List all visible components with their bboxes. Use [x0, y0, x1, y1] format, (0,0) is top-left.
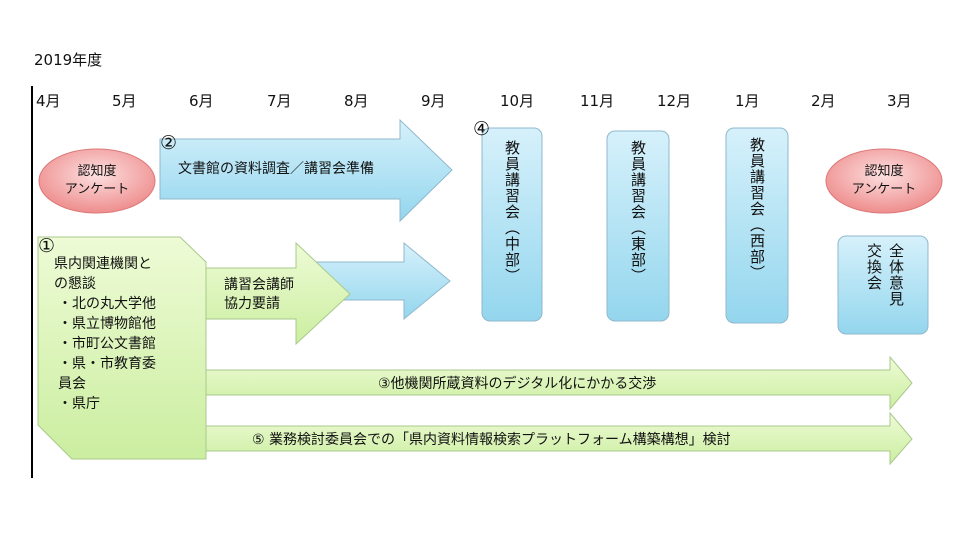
- liaison-line: ・県立博物館他: [58, 316, 156, 332]
- liaison-line: ・県庁: [58, 396, 100, 412]
- meeting-box-seibu: [725, 127, 789, 324]
- month-label: 1月: [735, 92, 760, 110]
- month-label: 2月: [811, 92, 836, 110]
- platform-label: ⑤ 業務検討委員会での「県内資料情報検索プラットフォーム構築構想」検討: [252, 432, 731, 448]
- liaison-line: ・市町公文書館: [58, 336, 156, 352]
- month-label: 10月: [500, 92, 535, 110]
- meeting-final-col2: 交換会: [865, 243, 883, 291]
- lecturer-label: 講習会講師 協力要請: [224, 276, 294, 314]
- digital-label: ③他機関所蔵資料のデジタル化にかかる交渉: [378, 376, 657, 392]
- survey-label: 文書館の資料調査／講習会準備: [178, 161, 374, 177]
- meeting-number: ④: [473, 118, 491, 140]
- lecturer-green-arrow: [194, 241, 351, 346]
- survey-oval-right-text: 認知度 アンケート: [834, 163, 934, 199]
- oval-line: 認知度: [77, 164, 117, 179]
- platform-arrow: [194, 411, 913, 466]
- digital-arrow: [194, 355, 913, 411]
- oval-line: アンケート: [64, 182, 130, 197]
- survey-number: ②: [160, 132, 178, 154]
- lecturer-line: 講習会講師: [224, 277, 294, 293]
- survey-oval-left-text: 認知度 アンケート: [47, 163, 147, 199]
- month-label: 12月: [657, 92, 692, 110]
- liaison-pentagon: [37, 236, 207, 460]
- meeting-final-col1: 全体意見: [887, 243, 905, 307]
- meeting-text-tobu: 教員講習会（東部）: [629, 140, 647, 284]
- lecturer-line: 協力要請: [224, 296, 280, 312]
- month-label: 9月: [421, 92, 446, 110]
- liaison-text: 県内関連機関と の懇談 ・北の丸大学他 ・県立博物館他 ・市町公文書館 ・県・市…: [54, 254, 156, 414]
- meeting-box-final: [837, 235, 929, 335]
- liaison-line: の懇談: [54, 276, 96, 292]
- month-label: 4月: [36, 92, 61, 110]
- meeting-box-chubu: [481, 127, 543, 322]
- month-label: 7月: [267, 92, 292, 110]
- month-label: 6月: [189, 92, 214, 110]
- liaison-number: ①: [38, 235, 56, 257]
- liaison-line: ・県・市教育委: [58, 356, 156, 372]
- survey-oval-left: [38, 148, 156, 214]
- meeting-text-chubu: 教員講習会（中部）: [503, 140, 521, 284]
- liaison-line: ・北の丸大学他: [58, 296, 156, 312]
- month-label: 5月: [112, 92, 137, 110]
- oval-line: アンケート: [851, 182, 917, 197]
- meeting-text-seibu: 教員講習会（西部）: [748, 137, 766, 281]
- oval-line: 認知度: [864, 164, 904, 179]
- month-label: 11月: [580, 92, 615, 110]
- timeline-axis-line: [31, 86, 33, 478]
- meeting-box-tobu: [606, 130, 670, 322]
- year-label: 2019年度: [34, 51, 103, 69]
- liaison-line: 県内関連機関と: [54, 256, 152, 272]
- month-label: 3月: [887, 92, 912, 110]
- survey-oval-right: [825, 148, 943, 214]
- month-label: 8月: [344, 92, 369, 110]
- survey-arrow: [159, 118, 453, 223]
- liaison-line: 員会: [58, 376, 86, 392]
